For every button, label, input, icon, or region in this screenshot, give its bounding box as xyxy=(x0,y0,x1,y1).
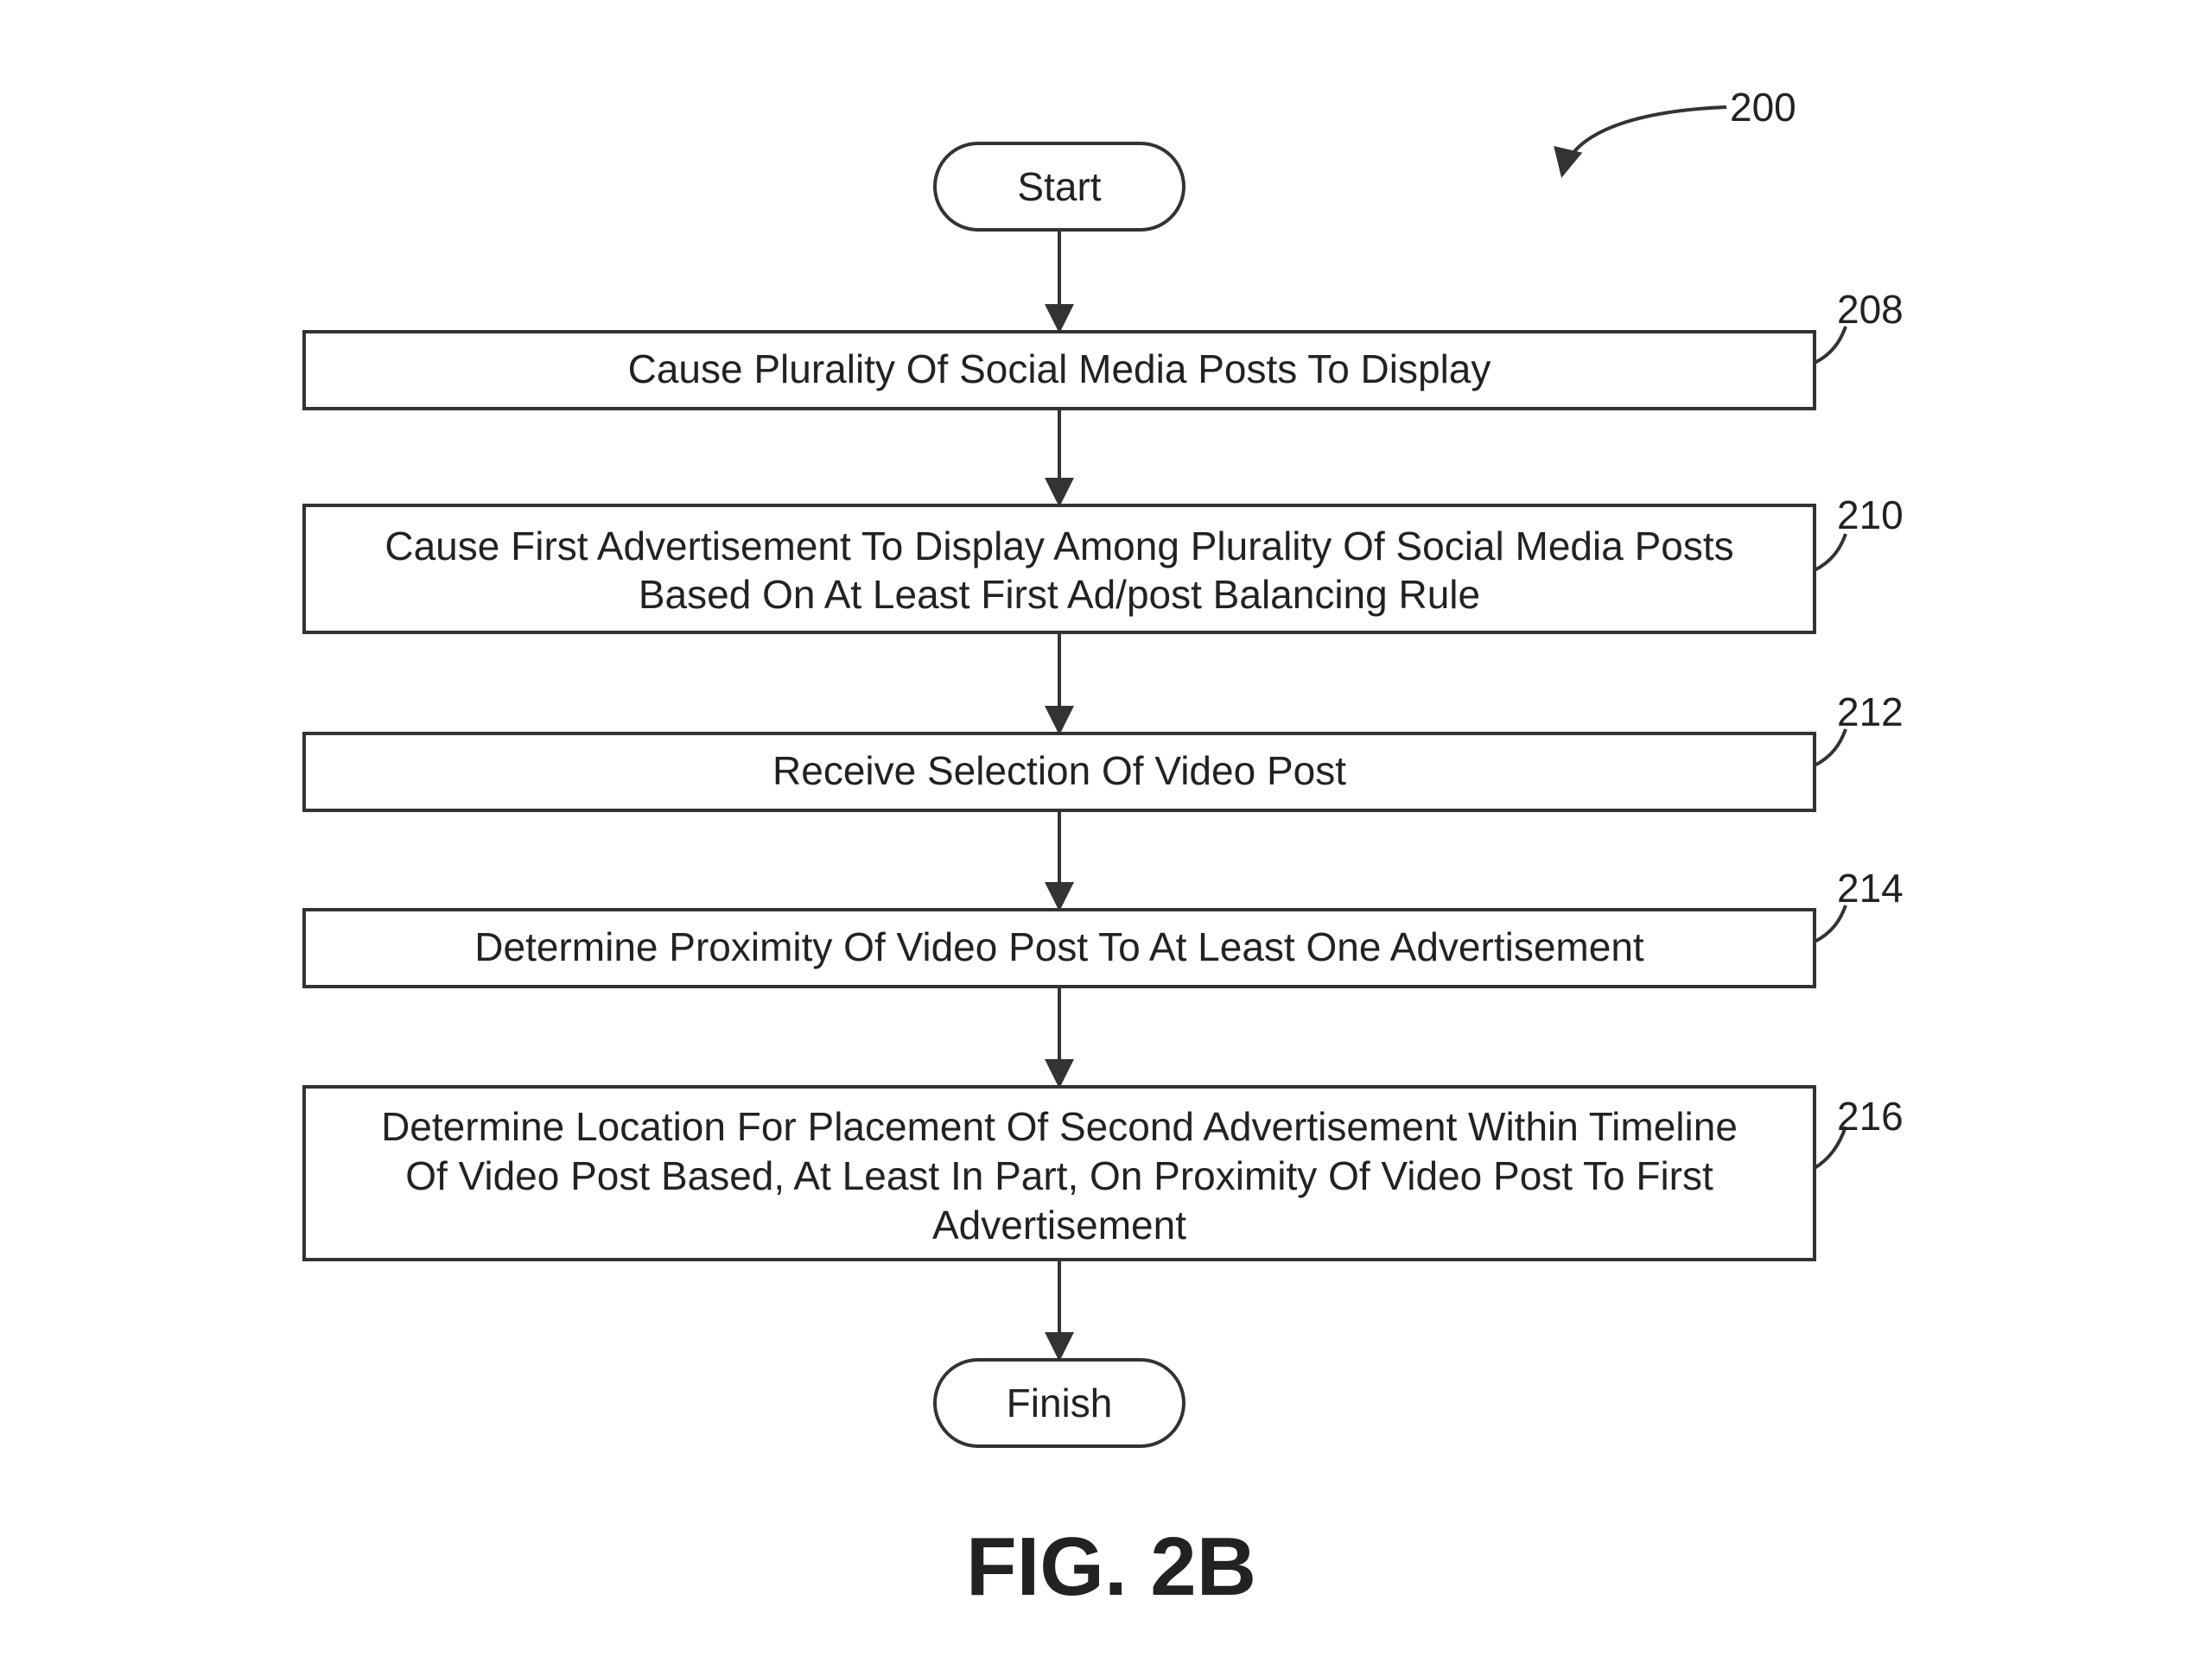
process-step-210: Cause First Advertisement To Display Amo… xyxy=(302,492,1904,634)
process-text-line-1: Determine Location For Placement Of Seco… xyxy=(381,1104,1738,1149)
finish-terminal: Finish xyxy=(933,1358,1185,1448)
process-box xyxy=(302,732,1816,812)
reference-number: 212 xyxy=(1837,689,1904,734)
reference-number: 210 xyxy=(1837,492,1904,537)
process-text: Cause Plurality Of Social Media Posts To… xyxy=(628,346,1491,391)
reference-leader xyxy=(1813,1126,1847,1170)
process-box xyxy=(302,908,1816,988)
finish-terminal-label: Finish xyxy=(1007,1381,1113,1425)
reference-number: 214 xyxy=(1837,866,1904,911)
reference-leader xyxy=(1814,326,1847,365)
reference-number: 216 xyxy=(1837,1094,1904,1139)
process-text-line-2: Of Video Post Based, At Least In Part, O… xyxy=(405,1153,1713,1198)
reference-leader xyxy=(1814,533,1847,572)
figure-reference-label: 200 xyxy=(1730,85,1796,130)
process-text-line-2: Based On At Least First Ad/post Balancin… xyxy=(639,572,1480,617)
figure-reference-group: 200 xyxy=(1554,85,1796,178)
reference-number: 208 xyxy=(1837,287,1904,332)
reference-leader xyxy=(1814,728,1847,767)
start-terminal-label: Start xyxy=(1017,164,1101,209)
process-text-line-3: Advertisement xyxy=(932,1203,1186,1247)
process-text: Determine Proximity Of Video Post To At … xyxy=(474,924,1644,969)
figure-label: FIG. 2B xyxy=(966,1520,1256,1613)
process-box xyxy=(302,1085,1816,1261)
process-box xyxy=(302,504,1816,634)
process-step-208: Cause Plurality Of Social Media Posts To… xyxy=(302,287,1904,410)
reference-leader xyxy=(1814,905,1847,943)
process-text-line-1: Cause First Advertisement To Display Amo… xyxy=(385,524,1733,568)
process-step-214: Determine Proximity Of Video Post To At … xyxy=(302,866,1904,988)
start-terminal: Start xyxy=(933,142,1185,232)
process-step-212: Receive Selection Of Video Post 212 xyxy=(302,689,1904,812)
process-step-216: Determine Location For Placement Of Seco… xyxy=(302,1085,1904,1261)
figure-reference-arrow xyxy=(1554,105,1727,178)
process-box xyxy=(302,330,1816,410)
finish-terminal-shape xyxy=(933,1358,1185,1448)
process-text: Receive Selection Of Video Post xyxy=(772,748,1346,793)
